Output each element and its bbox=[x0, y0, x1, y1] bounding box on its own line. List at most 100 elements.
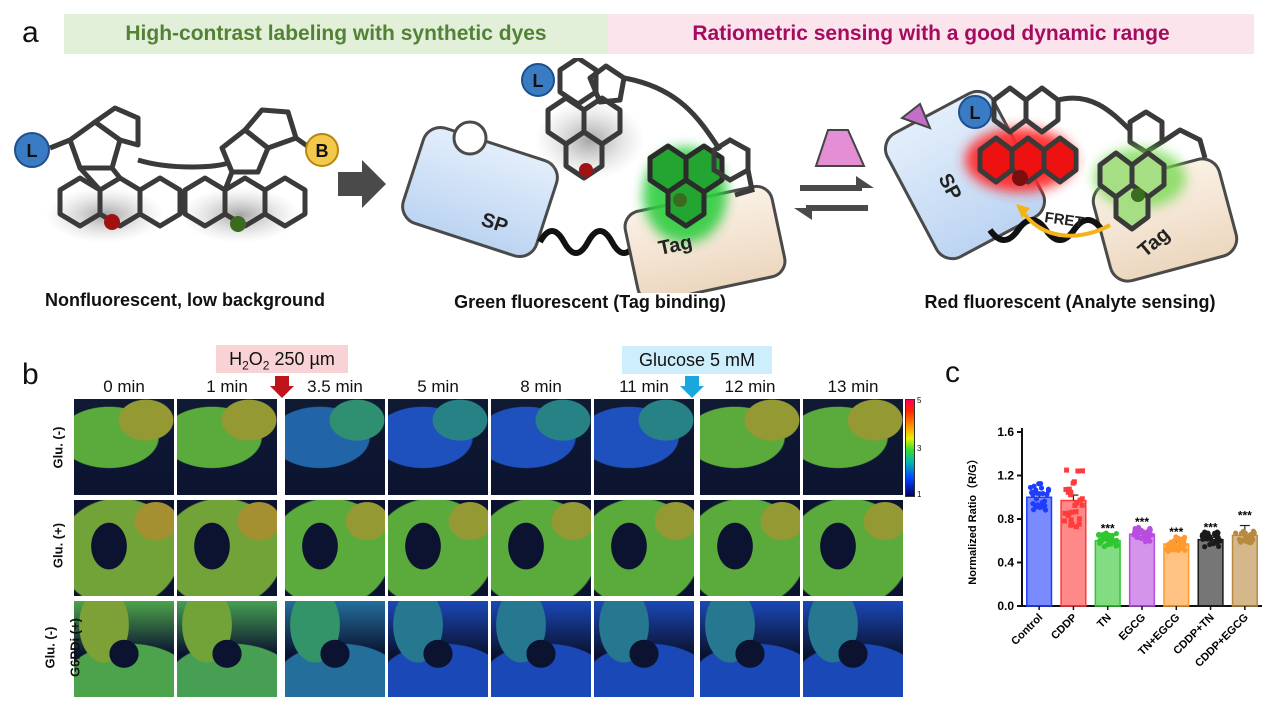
data-point bbox=[1066, 486, 1072, 492]
data-point bbox=[1100, 534, 1106, 540]
data-point bbox=[1069, 522, 1075, 528]
data-point bbox=[1114, 542, 1121, 548]
row-label-glu-plus: Glu. (+) bbox=[50, 522, 66, 569]
microscopy-tile bbox=[491, 500, 591, 596]
data-point bbox=[1039, 499, 1045, 506]
h2o2-arrow bbox=[270, 376, 294, 398]
microscopy-tile bbox=[285, 601, 385, 697]
banner-left-text: High-contrast labeling with synthetic dy… bbox=[125, 22, 547, 45]
colorbar-tick-1: 1 bbox=[917, 490, 922, 499]
y-tick-label: 1.2 bbox=[997, 469, 1014, 483]
microscopy-tile bbox=[491, 399, 591, 495]
x-tick-label: CDDP bbox=[1049, 612, 1080, 643]
time-label: 0 min bbox=[103, 377, 145, 396]
microscopy-tile bbox=[177, 399, 277, 495]
row-label-glu-minus-2: Glu. (-) bbox=[42, 626, 58, 669]
h2o2-label: H2O2 250 µm bbox=[216, 345, 348, 373]
svg-text:L: L bbox=[970, 103, 981, 123]
data-point bbox=[1030, 507, 1037, 513]
data-point bbox=[1141, 534, 1147, 540]
data-point bbox=[1038, 485, 1045, 491]
significance-label: *** bbox=[1169, 525, 1183, 539]
data-point bbox=[1070, 480, 1076, 486]
bar bbox=[1094, 540, 1121, 607]
time-label: 12 min bbox=[724, 377, 776, 396]
microscopy-tile bbox=[700, 601, 800, 697]
row-label-glu-minus: Glu. (-) bbox=[50, 426, 66, 469]
step-arrow bbox=[338, 160, 386, 208]
data-point bbox=[1079, 502, 1085, 508]
panel-b-letter: b bbox=[22, 358, 39, 391]
data-point bbox=[1065, 489, 1071, 495]
data-point bbox=[1207, 534, 1213, 540]
data-point bbox=[1080, 468, 1086, 474]
microscopy-tile bbox=[803, 601, 903, 697]
panel-a-letter: a bbox=[22, 16, 39, 49]
data-point bbox=[1061, 518, 1067, 524]
microscopy-tile bbox=[803, 500, 903, 596]
microscopy-tile bbox=[594, 500, 694, 596]
data-point bbox=[1108, 541, 1114, 547]
data-point bbox=[1165, 545, 1171, 551]
data-point bbox=[1250, 528, 1256, 534]
caption-red: Red fluorescent (Analyte sensing) bbox=[924, 292, 1216, 312]
microscopy-tile bbox=[74, 601, 174, 697]
red-dye-atom bbox=[104, 214, 120, 230]
significance-label: *** bbox=[1101, 522, 1115, 536]
data-point bbox=[1033, 487, 1039, 493]
colorbar-tick-3: 3 bbox=[917, 444, 922, 453]
y-tick-label: 1.6 bbox=[997, 425, 1014, 439]
b-badge bbox=[305, 133, 339, 167]
data-point bbox=[1169, 547, 1176, 553]
bar bbox=[1197, 538, 1224, 607]
microscopy-tile bbox=[74, 399, 174, 495]
microscopy-tile bbox=[388, 601, 488, 697]
data-point bbox=[1036, 491, 1043, 497]
significance-label: *** bbox=[1204, 520, 1218, 534]
time-label: 11 min bbox=[619, 377, 669, 396]
microscopy-tile bbox=[594, 399, 694, 495]
data-point bbox=[1033, 496, 1040, 502]
microscopy-tile bbox=[491, 601, 591, 697]
data-point bbox=[1181, 537, 1187, 543]
microscopy-tile bbox=[177, 601, 277, 697]
data-point bbox=[1068, 509, 1074, 515]
y-tick-label: 0.0 bbox=[997, 599, 1014, 613]
data-point bbox=[1063, 486, 1069, 492]
colorbar bbox=[905, 399, 915, 497]
microscopy-tile bbox=[74, 500, 174, 596]
bar bbox=[1231, 534, 1258, 607]
analyte-sensing-construct: L FRET SP Tag bbox=[884, 85, 1239, 283]
data-point bbox=[1034, 502, 1041, 508]
nonfluorescent-probe bbox=[45, 105, 312, 243]
data-point bbox=[1073, 524, 1079, 530]
microscopy-tile bbox=[388, 500, 488, 596]
microscopy-tile bbox=[177, 500, 277, 596]
bar bbox=[1026, 496, 1053, 607]
microscopy-tile bbox=[700, 500, 800, 596]
data-point bbox=[1233, 530, 1239, 536]
data-point bbox=[1073, 509, 1079, 515]
tag-binding-construct: L SP Tag bbox=[401, 58, 787, 293]
significance-label: *** bbox=[1238, 509, 1252, 523]
data-point bbox=[1044, 491, 1050, 497]
time-label: 5 min bbox=[417, 377, 459, 396]
time-label: 3.5 min bbox=[307, 377, 363, 396]
data-point bbox=[1215, 530, 1221, 536]
glucose-arrow bbox=[680, 376, 704, 398]
data-point bbox=[1207, 541, 1213, 548]
bar bbox=[1060, 499, 1087, 607]
microscopy-tile bbox=[285, 399, 385, 495]
y-axis-title: Normalized Ratio（R/G） bbox=[966, 453, 979, 584]
data-point bbox=[1038, 480, 1044, 487]
data-point bbox=[1135, 527, 1141, 533]
row-label-g6pdi: G6PDi (+) bbox=[67, 618, 83, 677]
data-point bbox=[1072, 502, 1078, 508]
significance-label: *** bbox=[1135, 515, 1149, 529]
data-point bbox=[1075, 468, 1081, 474]
svg-text:L: L bbox=[533, 71, 544, 91]
banner-right-text: Ratiometric sensing with a good dynamic … bbox=[692, 22, 1170, 45]
y-tick-label: 0.4 bbox=[997, 556, 1014, 570]
data-point bbox=[1217, 538, 1223, 544]
